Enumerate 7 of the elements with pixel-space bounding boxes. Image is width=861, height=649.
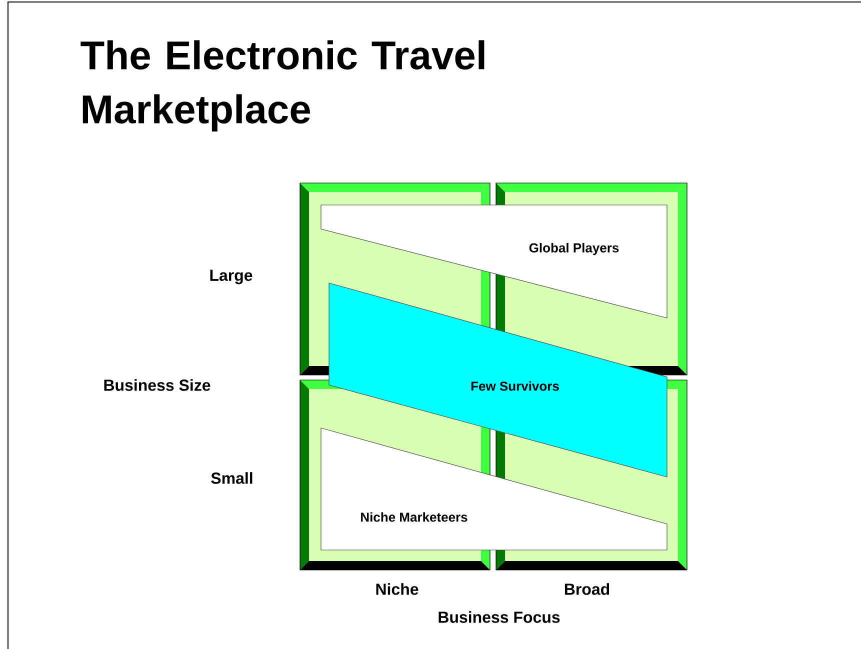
title: The Electronic Travel Marketplace [80,40,484,132]
axis-label: Small [211,472,252,484]
axis-title: Business Size [104,379,210,391]
axis-title: Business Focus [438,611,560,623]
axis-label: Niche [376,583,418,595]
axis-label: Broad [564,583,610,595]
axis-label: Large [210,270,252,284]
